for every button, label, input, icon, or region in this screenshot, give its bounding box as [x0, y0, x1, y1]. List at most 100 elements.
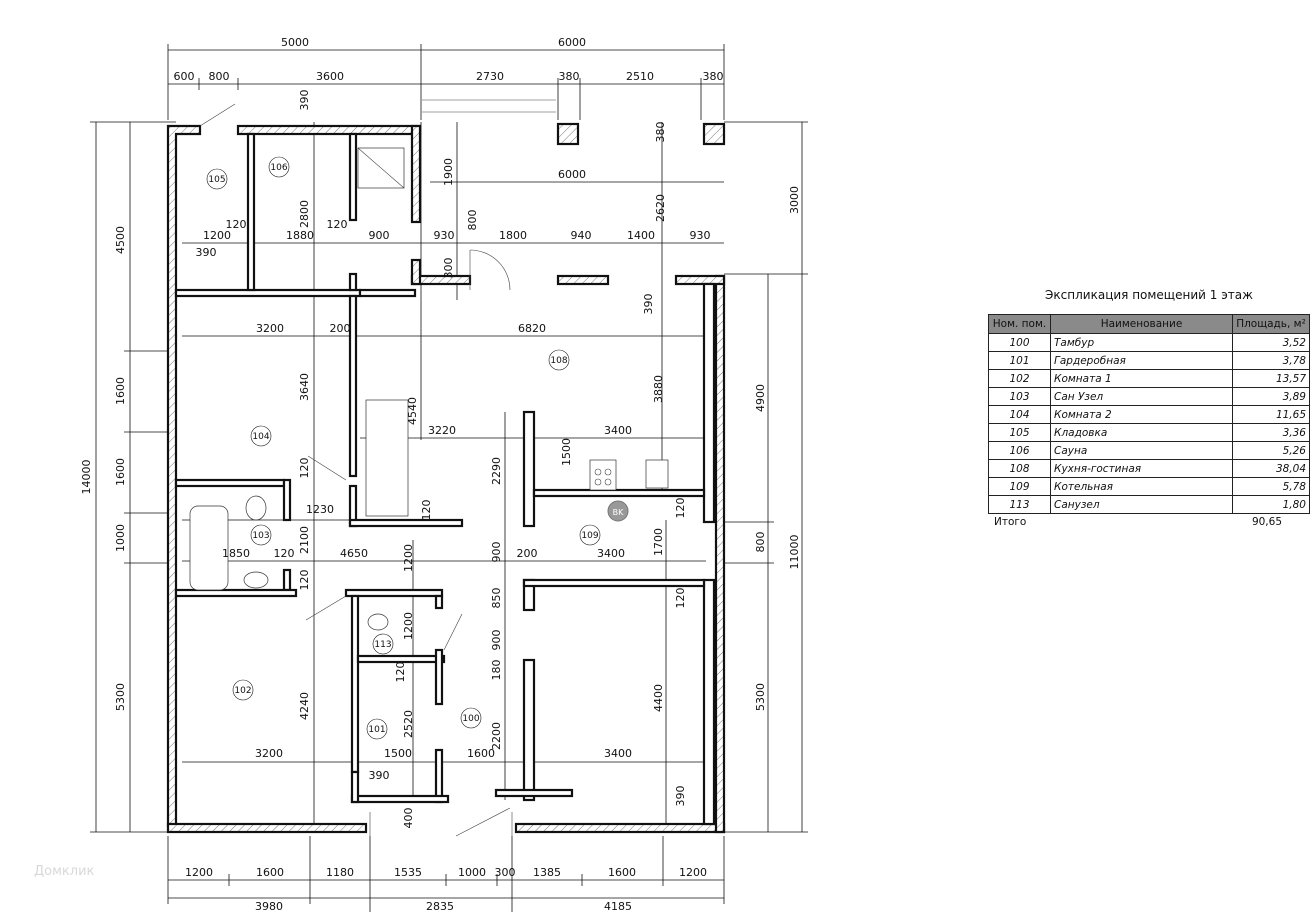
- room-name: Кладовка: [1050, 423, 1233, 442]
- dim-interior: 120: [226, 218, 247, 231]
- dim-interior: 3200: [256, 322, 284, 335]
- dim-bottom: 1535: [394, 866, 422, 879]
- room-marker: 103: [250, 524, 272, 546]
- dim-interior: 1900: [442, 158, 455, 186]
- room-marker: 108: [548, 349, 570, 371]
- dim-top: 800: [209, 70, 230, 83]
- room-number: 108: [988, 459, 1051, 478]
- dim-interior: 930: [690, 229, 711, 242]
- svg-text:108: 108: [550, 356, 567, 366]
- dim-interior: 1200: [402, 612, 415, 640]
- dim-interior: 390: [298, 90, 311, 111]
- dim-left: 1600: [114, 377, 127, 405]
- room-number: 104: [988, 405, 1051, 424]
- dim-interior: 1700: [652, 528, 665, 556]
- svg-text:101: 101: [368, 725, 385, 735]
- dim-interior: 1600: [467, 747, 495, 760]
- dim-interior: 2100: [298, 526, 311, 554]
- room-schedule-title: Экспликация помещений 1 этаж: [1045, 288, 1253, 302]
- dim-top: 2730: [476, 70, 504, 83]
- room-schedule: Экспликация помещений 1 этаж Ном. пом. Н…: [988, 288, 1310, 528]
- dim-interior: 6820: [518, 322, 546, 335]
- dim-interior: 300: [442, 258, 455, 279]
- dim-interior: 390: [674, 786, 687, 807]
- room-name: Гардеробная: [1050, 351, 1233, 370]
- dim-interior: 3400: [597, 547, 625, 560]
- total-label: Итого: [994, 516, 1027, 528]
- dim-interior: 4400: [652, 684, 665, 712]
- dim-bottom: 1200: [185, 866, 213, 879]
- dim-interior: 120: [274, 547, 295, 560]
- dimension-lines: [90, 44, 808, 912]
- dim-interior: 120: [298, 458, 311, 479]
- room-area: 3,89: [1232, 387, 1310, 406]
- room-marker: 100: [460, 707, 482, 729]
- room-number: 101: [988, 351, 1051, 370]
- dim-left: 1600: [114, 458, 127, 486]
- header-name: Наименование: [1050, 314, 1233, 334]
- dim-right: 5300: [754, 683, 767, 711]
- room-number: 105: [988, 423, 1051, 442]
- dim-interior: 4240: [298, 692, 311, 720]
- dim-interior: 3880: [652, 375, 665, 403]
- dim-left: 1000: [114, 524, 127, 552]
- walls: BK: [166, 99, 726, 837]
- dim-left: 4500: [114, 226, 127, 254]
- dim-interior: 2800: [298, 200, 311, 228]
- dim-interior: 3200: [255, 747, 283, 760]
- total-value: 90,65: [1251, 516, 1282, 528]
- dim-interior: 900: [490, 542, 503, 563]
- room-area: 3,36: [1232, 423, 1310, 442]
- dim-bottom: 1385: [533, 866, 561, 879]
- dim-interior: 2290: [490, 457, 503, 485]
- room-marker: 113: [372, 633, 394, 655]
- room-area: 3,78: [1232, 351, 1310, 370]
- dim-top: 2510: [626, 70, 654, 83]
- dim-top-total: 6000: [558, 36, 586, 49]
- room-area: 1,80: [1232, 495, 1310, 514]
- dim-interior: 930: [434, 229, 455, 242]
- room-name: Сан Узел: [1050, 387, 1233, 406]
- dim-bottom: 1200: [679, 866, 707, 879]
- dim-interior: 1200: [203, 229, 231, 242]
- dim-interior: 900: [369, 229, 390, 242]
- boiler-mark: BK: [613, 508, 624, 517]
- room-marker: 104: [250, 425, 272, 447]
- dim-left-total: 14000: [80, 460, 93, 495]
- dim-interior: 120: [394, 662, 407, 683]
- dim-top: 3600: [316, 70, 344, 83]
- dim-interior: 1850: [222, 547, 250, 560]
- dim-interior: 180: [490, 660, 503, 681]
- dim-interior: 1500: [560, 438, 573, 466]
- svg-text:106: 106: [270, 163, 287, 173]
- room-labels: 105 106 108 104 103 109 113 102 101 100: [206, 156, 601, 740]
- room-name: Санузел: [1050, 495, 1233, 514]
- dim-top: 380: [559, 70, 580, 83]
- dimension-texts: 5000 6000 600 800 3600 2730 380 2510 380…: [80, 36, 801, 912]
- room-name: Кухня-гостиная: [1050, 459, 1233, 478]
- room-number: 103: [988, 387, 1051, 406]
- total-row: Итого 90,65: [988, 514, 1310, 528]
- room-area: 38,04: [1232, 459, 1310, 478]
- room-number: 102: [988, 369, 1051, 388]
- dim-interior: 380: [654, 122, 667, 143]
- dim-interior: 390: [642, 294, 655, 315]
- svg-text:113: 113: [374, 640, 391, 650]
- dim-bottom: 300: [495, 866, 516, 879]
- dim-interior: 3400: [604, 424, 632, 437]
- dim-right: 800: [754, 532, 767, 553]
- svg-text:103: 103: [252, 531, 269, 541]
- dim-bottom-total: 3980: [255, 900, 283, 912]
- room-marker: 109: [579, 524, 601, 546]
- dim-right: 3000: [788, 186, 801, 214]
- dim-interior: 3220: [428, 424, 456, 437]
- dim-interior: 120: [420, 500, 433, 521]
- dim-interior: 1400: [627, 229, 655, 242]
- room-name: Комната 1: [1050, 369, 1233, 388]
